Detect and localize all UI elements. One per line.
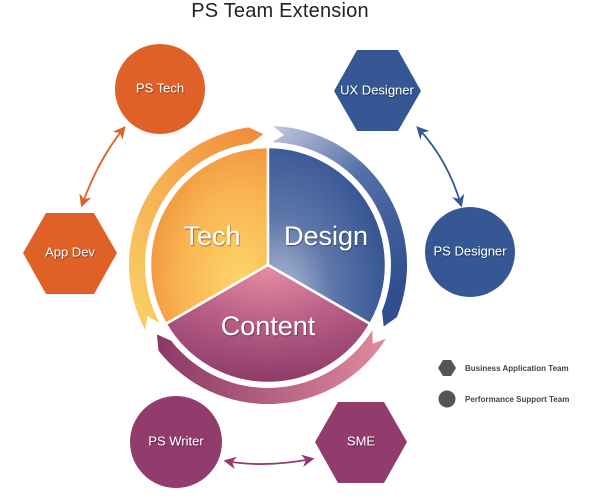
- segment-label-content: Content: [221, 311, 316, 341]
- ring-arrow-content: [156, 330, 386, 405]
- node-ps-writer[interactable]: PS Writer: [130, 396, 222, 488]
- circle-icon: [438, 390, 456, 408]
- node-label: PS Designer: [434, 243, 508, 258]
- diagram-title: PS Team Extension: [191, 0, 369, 22]
- legend: Business Application Team Performance Su…: [438, 360, 569, 408]
- node-app-dev[interactable]: App Dev: [23, 213, 117, 294]
- segment-tech[interactable]: [148, 145, 270, 326]
- legend-item-business-application-team: Business Application Team: [438, 360, 569, 376]
- node-label: UX Designer: [340, 82, 414, 97]
- circle-shape: [425, 207, 515, 297]
- core-pie: Tech Design Content: [148, 145, 388, 385]
- segment-content[interactable]: [164, 263, 372, 385]
- node-label: PS Writer: [148, 433, 204, 448]
- hexagon-shape: [23, 213, 117, 294]
- node-ux-designer[interactable]: UX Designer: [334, 50, 421, 131]
- node-ps-tech[interactable]: PS Tech: [115, 44, 205, 134]
- connector-uxdesigner-psdesigner: [416, 126, 465, 208]
- ring-arrow-tech: [129, 127, 264, 331]
- hexagon-shape: [334, 50, 421, 131]
- connector-pswriter-sme: [223, 454, 315, 470]
- node-sme[interactable]: SME: [315, 402, 407, 483]
- legend-label: Performance Support Team: [465, 395, 569, 404]
- circle-shape: [130, 396, 222, 488]
- circle-shape: [115, 44, 205, 134]
- legend-item-performance-support-team: Performance Support Team: [438, 390, 569, 408]
- cycle-ring: [129, 126, 408, 405]
- legend-label: Business Application Team: [465, 364, 569, 373]
- node-ps-designer[interactable]: PS Designer: [425, 207, 515, 297]
- node-label: SME: [347, 433, 376, 448]
- node-label: App Dev: [45, 244, 95, 259]
- ring-arrow-design: [272, 126, 408, 327]
- node-label: PS Tech: [136, 80, 184, 95]
- segment-design[interactable]: [266, 145, 388, 326]
- segment-label-design: Design: [284, 221, 368, 251]
- segment-label-tech: Tech: [183, 221, 240, 251]
- connector-pstech-appdev: [79, 126, 126, 208]
- hexagon-shape: [315, 402, 407, 483]
- hexagon-icon: [438, 360, 456, 376]
